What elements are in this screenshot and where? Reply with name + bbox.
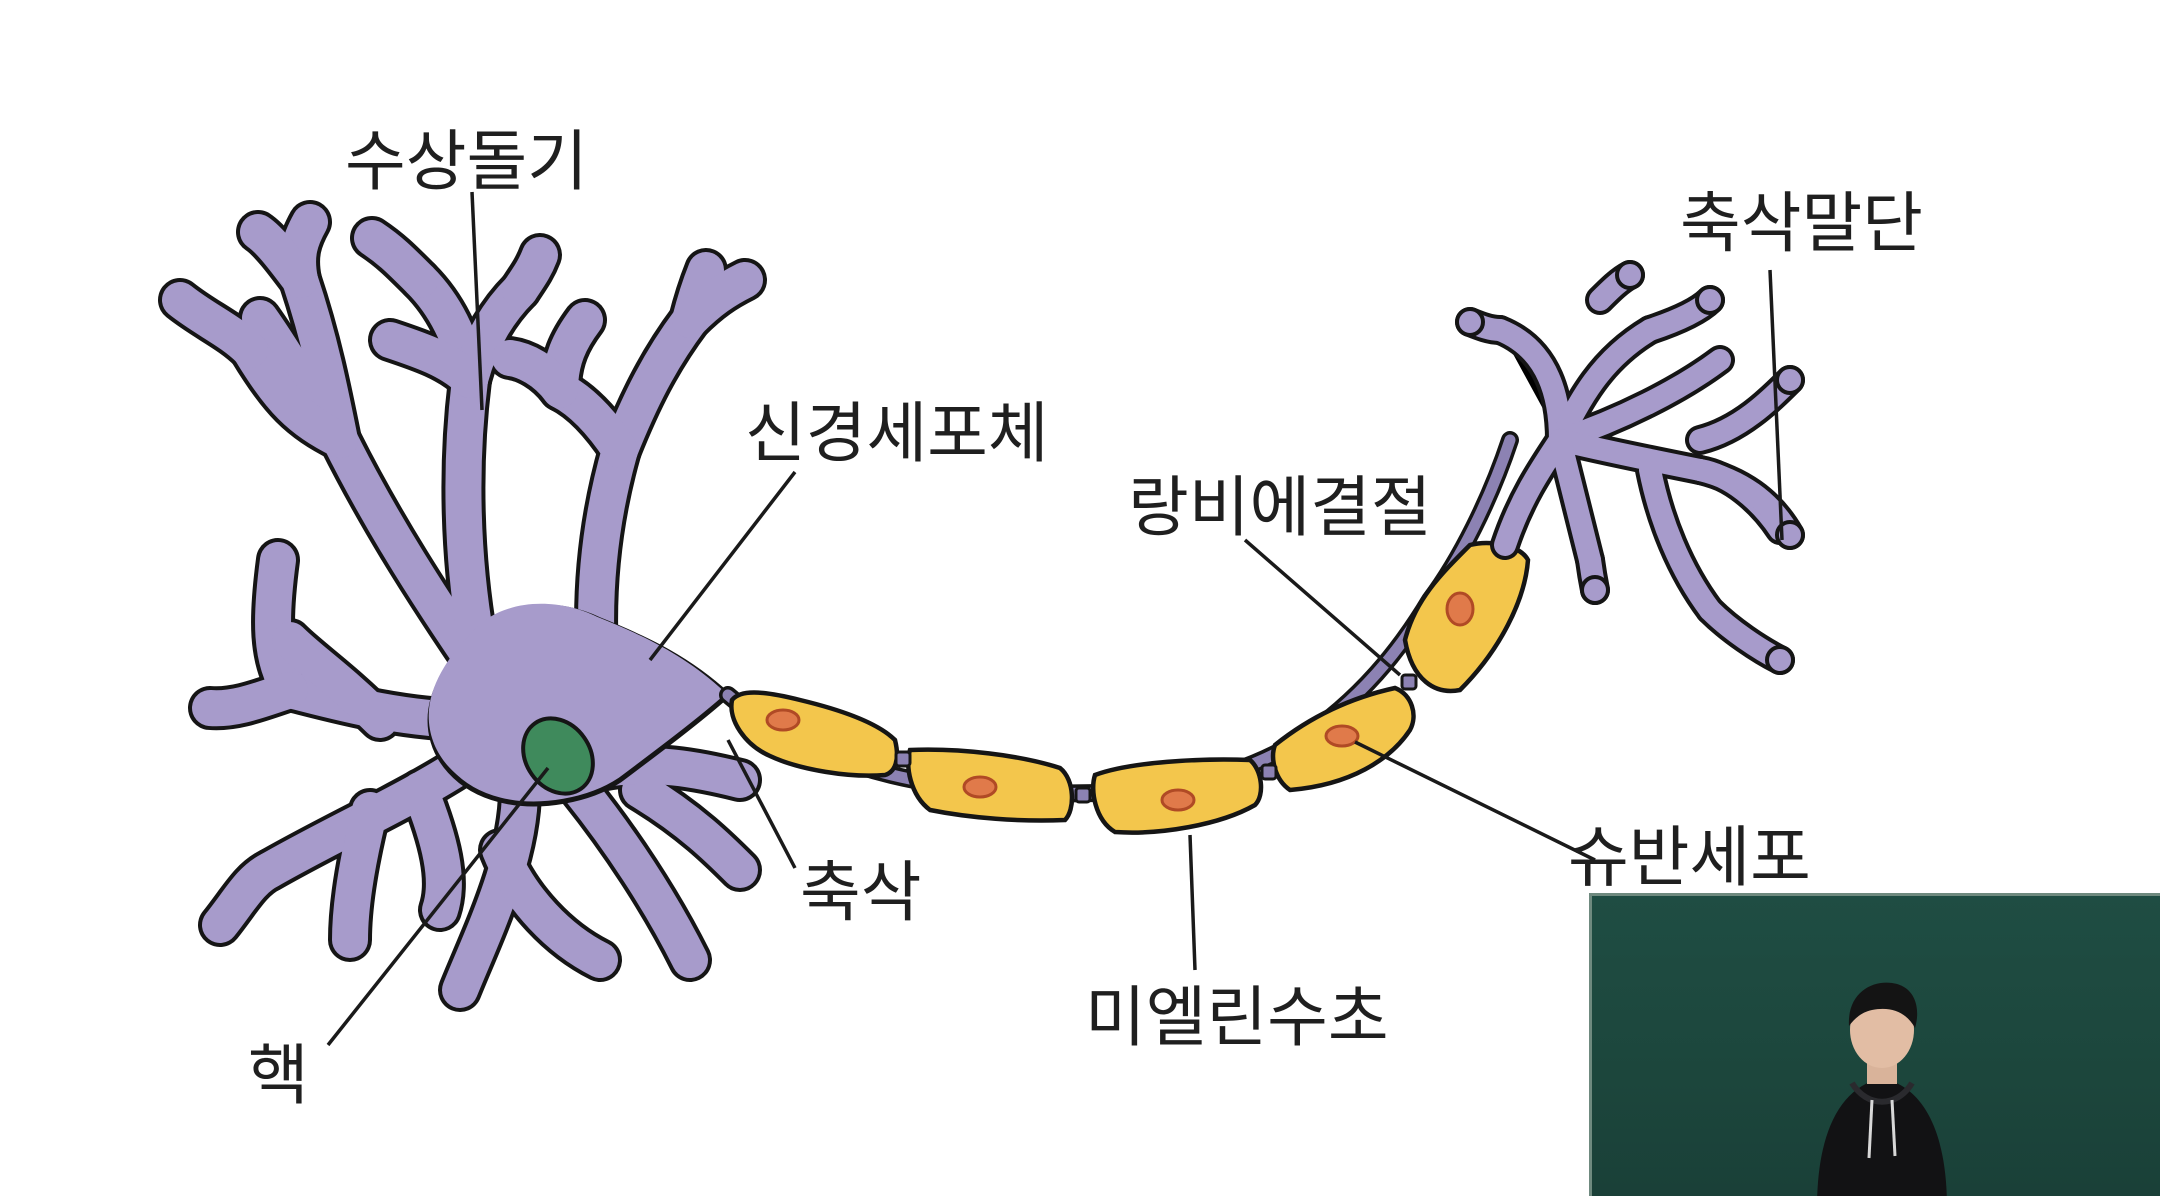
leader-lines (326, 191, 1784, 1047)
leader-terminal (1768, 269, 1784, 541)
myelin-sheaths (729, 540, 1531, 835)
webcam-overlay (1589, 893, 2160, 1196)
label-axon: 축삭 (800, 854, 921, 931)
label-myelin-sheath: 미엘린수초 (1085, 979, 1389, 1056)
leader-dendrite (470, 191, 484, 411)
labels: 수상돌기 신경세포체 핵 축삭 미엘린수초 랑비에결절 슈반세포 축삭말단 (248, 123, 1923, 1114)
leader-axon (726, 739, 797, 869)
cell-body-fill (428, 603, 724, 799)
node-of-ranvier-3 (1260, 763, 1278, 781)
schwann-cell-4 (1270, 685, 1416, 793)
leader-nucleus (326, 766, 550, 1047)
label-axon-terminal: 축삭말단 (1680, 185, 1923, 262)
axon-terminal (1455, 260, 1805, 675)
lecturer-icon (1817, 982, 1947, 1196)
node-of-ranvier-2 (1074, 786, 1092, 804)
schwann-cell-5 (1402, 540, 1531, 694)
schwann-cell-2 (905, 747, 1075, 823)
schwann-cell-1 (729, 690, 900, 778)
leader-schwann (1354, 740, 1596, 862)
label-node-of-ranvier: 랑비에결절 (1128, 469, 1432, 546)
label-schwann-cell: 슈반세포 (1568, 819, 1811, 896)
leader-myelin (1188, 834, 1197, 971)
leader-cell-body (648, 470, 797, 662)
label-dendrite: 수상돌기 (345, 123, 588, 200)
node-of-ranvier-4 (1400, 673, 1418, 691)
label-cell-body: 신경세포체 (745, 395, 1049, 472)
label-nucleus: 핵 (248, 1037, 309, 1114)
schwann-cell-3 (1090, 757, 1264, 835)
node-of-ranvier-1 (894, 750, 912, 768)
leader-node (1243, 538, 1402, 677)
